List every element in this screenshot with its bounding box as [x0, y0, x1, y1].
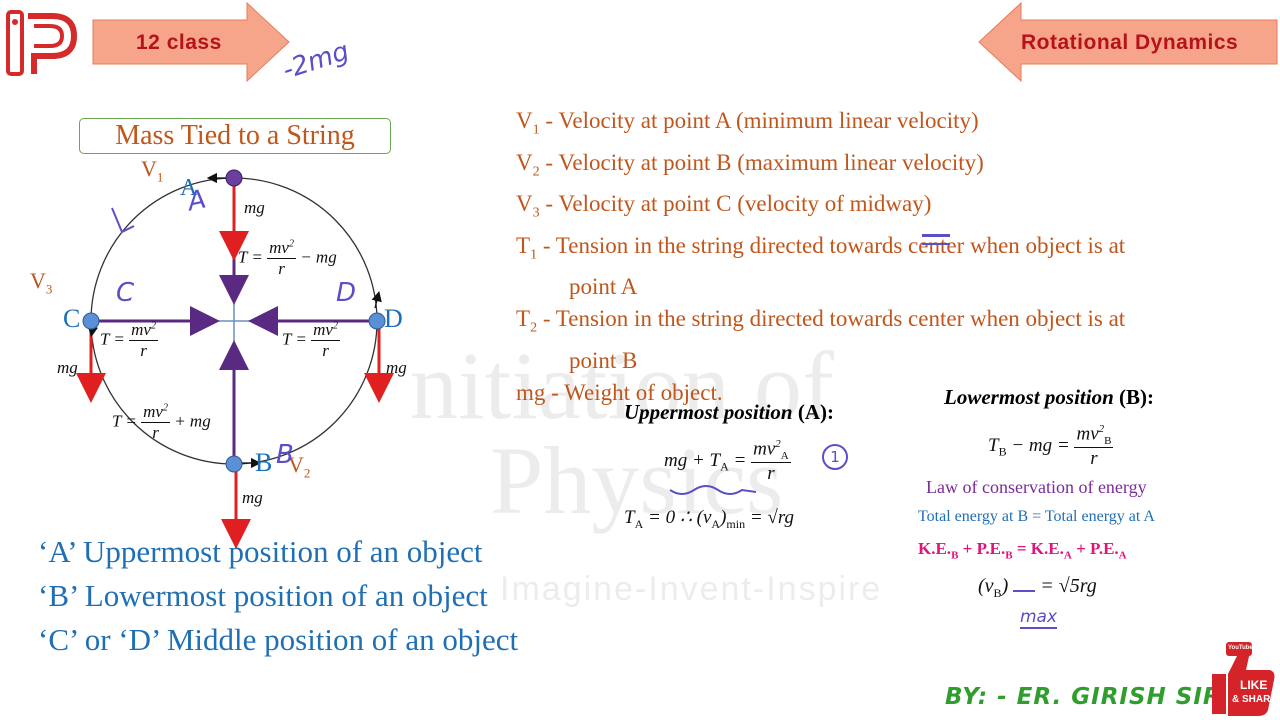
like-share-badge[interactable]: YouTube LIKE & SHARE [1206, 640, 1278, 718]
hand-letter-c: C [116, 278, 135, 308]
position-a: ‘A’ Uppermost position of an object [38, 534, 483, 569]
class-label: 12 class [136, 31, 222, 54]
badge-top: YouTube [1228, 645, 1253, 651]
definition-v3: V3 - Velocity at point C (velocity of mi… [516, 191, 932, 221]
diagram-title: Mass Tied to a String [79, 118, 391, 154]
point-c-label: C [63, 304, 81, 333]
mg-label-top: mg [244, 198, 265, 217]
left-arrow-shape [978, 2, 1278, 82]
vb-equation: (vB) = √5rg [978, 575, 1097, 600]
energy-equation: K.E.B + P.E.B = K.E.A + P.E.A [918, 539, 1127, 562]
point-d-label: D [384, 304, 403, 333]
total-energy-text: Total energy at B = Total energy at A [918, 508, 1155, 525]
uppermost-eq2: TA = 0 ∴ (vA)min = √rg [624, 507, 795, 531]
handwritten-underline [922, 234, 950, 245]
point-b-label: B [255, 448, 273, 477]
mg-label-bottom: mg [242, 488, 263, 507]
definition-t2: T2 - Tension in the string directed towa… [516, 306, 1126, 336]
point-a-label: A [180, 175, 198, 201]
handwritten-squiggle [669, 485, 757, 495]
watermark-tagline: Imagine-Invent-Inspire [500, 570, 883, 608]
positions-list: ‘A’ Uppermost position of an object ‘B’ … [38, 530, 518, 662]
thumbs-up-icon [1212, 642, 1275, 716]
watermark-line2: Physics [490, 427, 784, 534]
mass-point-b [225, 455, 243, 473]
definitions-list: V1 - Velocity at point A (minimum linear… [516, 105, 1256, 409]
hand-circle-mark: 1 [822, 444, 848, 470]
mg-label-left: mg [57, 358, 78, 377]
watermark: nitiation of Physics Imagine-Invent-Insp… [400, 330, 960, 630]
lowermost-heading: Lowermost position (B): [944, 385, 1155, 409]
logo-icon [6, 10, 78, 76]
velocity-arrow-right [371, 290, 382, 309]
right-arrow-shape [92, 2, 290, 82]
circle-diagram-svg [76, 169, 394, 549]
class-arrow: 12 class [92, 2, 290, 82]
watermark-line1: nitiation of [410, 332, 834, 439]
hand-letter-d: D [336, 278, 357, 308]
circle-diagram: V1 V3 V2 A C D B A C D B mg mg mg mg T =… [30, 150, 430, 550]
logo [4, 6, 80, 82]
v2-label: V2 [288, 452, 311, 481]
handwritten-tick [111, 207, 135, 234]
mg-label-right: mg [386, 358, 407, 377]
definition-mg: mg - Weight of object. [516, 379, 723, 405]
handwritten-note: -2mg [279, 36, 353, 86]
mass-point-c [82, 312, 100, 330]
topic-label: Rotational Dynamics [1021, 31, 1239, 54]
badge-like: LIKE [1240, 678, 1268, 692]
definition-v1: V1 - Velocity at point A (minimum linear… [516, 108, 979, 138]
badge-share: & SHARE [1232, 694, 1278, 705]
definition-v2: V2 - Velocity at point B (maximum linear… [516, 149, 984, 180]
position-b: ‘B’ Lowermost position of an object [38, 578, 488, 613]
mass-point-d [368, 312, 386, 330]
v3-label: V3 [30, 268, 53, 297]
position-cd: ‘C’ or ‘D’ Middle position of an object [38, 622, 519, 657]
v1-label: V1 [141, 156, 164, 185]
definition-t1-cont: point A [569, 274, 638, 300]
topic-arrow: Rotational Dynamics [978, 2, 1278, 82]
definition-t1: T1 - Tension in the string directed towa… [516, 232, 1126, 263]
law-text: Law of conservation of energy [926, 477, 1147, 497]
author-label: BY: - ER. GIRISH SIR [945, 684, 1222, 710]
uppermost-heading: Uppermost position (A): [624, 400, 835, 424]
hand-max: max [1020, 607, 1058, 629]
definition-t2-cont: point B [569, 347, 638, 373]
hand-letter-b: B [276, 440, 294, 470]
mass-point-a [225, 169, 243, 187]
